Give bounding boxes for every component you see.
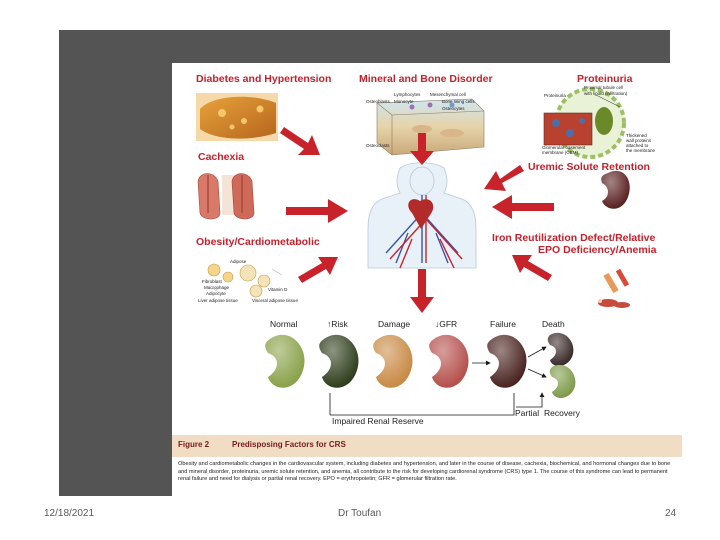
- annot-liver-adipose: Liver adipose tissue: [198, 298, 238, 303]
- annot-prox-tubule: Proximal tubule cell: [584, 85, 624, 90]
- uremic-kidney-image: [601, 170, 630, 209]
- adipose-tissue-image: [207, 263, 283, 298]
- kidney-risk: [319, 334, 359, 388]
- kidney-damage: [373, 334, 413, 388]
- figure-title: Predisposing Factors for CRS: [232, 440, 346, 449]
- arrow-diabetes: [280, 127, 320, 155]
- label-proteinuria: Proteinuria: [577, 73, 633, 85]
- arrow-anemia: [512, 255, 552, 281]
- annot-thickened-4: the membrane: [626, 148, 656, 153]
- kidney-normal: [265, 334, 305, 388]
- label-mineral-bone: Mineral and Bone Disorder: [359, 73, 493, 85]
- annot-thickened-3: attached to: [626, 143, 649, 148]
- annot-monocyte: Monocyte: [394, 99, 414, 104]
- kidney-gfr: [429, 334, 469, 388]
- progression-arrows: [329, 346, 547, 416]
- label-cachexia: Cachexia: [198, 151, 245, 163]
- contributing-arrows: [280, 127, 554, 313]
- label-iron-line1: Iron Reutilization Defect/Relative: [492, 232, 656, 244]
- stage-damage: Damage: [378, 319, 411, 329]
- label-obesity: Obesity/Cardiometabolic: [196, 236, 320, 248]
- annot-macrophage: Macrophage: [204, 285, 230, 290]
- annot-adipocyte: Adipocyte: [206, 291, 226, 296]
- cachexia-images: [197, 173, 255, 220]
- label-uremic: Uremic Solute Retention: [528, 161, 650, 173]
- arrow-uremic: [492, 195, 554, 219]
- annot-prox-tubule-2: with lipoid (infiltration): [584, 91, 628, 96]
- fatty-liver-image: [196, 93, 278, 141]
- figure-caption-text: Obesity and cardiometabolic changes in t…: [178, 461, 671, 483]
- label-recovery: Recovery: [544, 408, 580, 418]
- stage-death: Death: [542, 319, 565, 329]
- arrow-proteinuria: [484, 165, 524, 191]
- figure-panel: Diabetes and Hypertension Mineral and Bo…: [172, 63, 682, 503]
- arrow-mineral: [410, 133, 434, 165]
- stage-gfr: ↓GFR: [435, 319, 458, 329]
- cardiovascular-body-image: [367, 162, 477, 269]
- figure-number: Figure 2: [178, 440, 210, 449]
- annot-thickened-1: Thickened: [626, 133, 647, 138]
- slide-page-number: 24: [665, 508, 677, 519]
- bone-tissue-image: [376, 98, 485, 156]
- annot-fibroblast: Fibroblast: [202, 279, 222, 284]
- annot-adipose: Adipose: [230, 259, 247, 264]
- kidney-failure: [487, 334, 527, 388]
- slide-image-frame: Diabetes and Hypertension Mineral and Bo…: [59, 30, 682, 503]
- glomerulus-image: [543, 87, 626, 159]
- stage-risk: ↑Risk: [327, 319, 348, 329]
- arrow-to-kidneys: [410, 269, 434, 313]
- stage-failure: Failure: [490, 319, 516, 329]
- anemia-image: [598, 268, 630, 308]
- annot-vitamin: Vitamin D: [268, 287, 288, 292]
- annot-osteoblasts: Osteoblasts: [366, 99, 390, 104]
- label-iron-line2: EPO Deficiency/Anemia: [538, 244, 657, 256]
- annot-glom-basement: Glomerular basement: [542, 145, 586, 150]
- annot-bone-lining: Bone lining cells: [442, 99, 475, 104]
- annot-thickened-2: wall proteins: [626, 138, 652, 143]
- arrow-cachexia: [286, 199, 348, 223]
- annot-protein: Proteinuria: [544, 93, 566, 98]
- annot-osteocytes: Osteocytes: [442, 106, 465, 111]
- figure-caption-header: Figure 2 Predisposing Factors for CRS: [172, 435, 682, 457]
- arrow-obesity: [298, 257, 338, 283]
- figure-graphics: [196, 87, 630, 416]
- kidney-recovery: [549, 364, 576, 399]
- annot-glom-note: membrane (GBM): [542, 150, 579, 155]
- stage-normal: Normal: [270, 319, 298, 329]
- kidney-death: [547, 332, 574, 367]
- annot-osteoclasts: Osteoclasts: [366, 143, 390, 148]
- slide-author: Dr Toufan: [338, 508, 382, 519]
- label-partial: Partial: [515, 408, 540, 418]
- label-impaired-reserve: Impaired Renal Reserve: [332, 416, 424, 426]
- annot-lymphocytes: Lymphocytes: [394, 92, 421, 97]
- kidney-progression: [265, 332, 576, 399]
- label-diabetes-hypertension: Diabetes and Hypertension: [196, 73, 332, 85]
- slide-date: 12/18/2021: [44, 508, 95, 519]
- annot-visceral: Visceral adipose tissue: [252, 298, 298, 303]
- annot-mesenchymal: Mesenchymal cell: [430, 92, 466, 97]
